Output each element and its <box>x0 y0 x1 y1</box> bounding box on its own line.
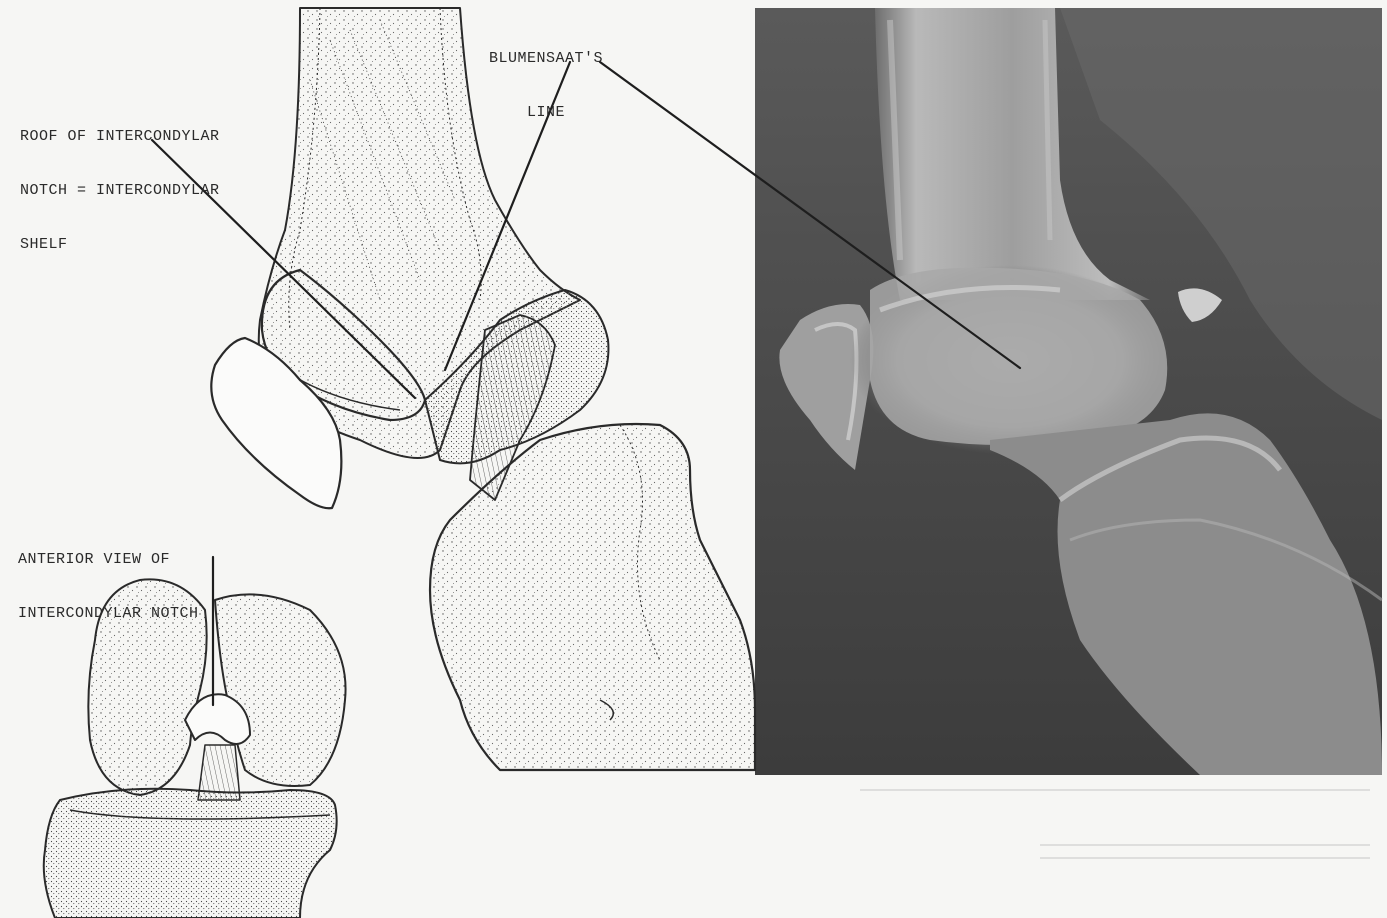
roof-label: ROOF OF INTERCONDYLAR NOTCH = INTERCONDY… <box>20 92 220 272</box>
faint-background-text <box>860 790 1370 858</box>
blumensaat-label-line-2: LINE <box>489 104 603 122</box>
blumensaat-label: BLUMENSAAT'S LINE <box>489 14 603 140</box>
anterior-label: ANTERIOR VIEW OF INTERCONDYLAR NOTCH <box>18 515 199 641</box>
blumensaat-label-line-1: BLUMENSAAT'S <box>489 50 603 68</box>
anterior-label-line-2: INTERCONDYLAR NOTCH <box>18 605 199 623</box>
roof-label-line-2: NOTCH = INTERCONDYLAR <box>20 182 220 200</box>
roof-label-line-3: SHELF <box>20 236 220 254</box>
anterior-label-line-1: ANTERIOR VIEW OF <box>18 551 199 569</box>
roof-label-line-1: ROOF OF INTERCONDYLAR <box>20 128 220 146</box>
lateral-knee-radiograph <box>755 8 1382 775</box>
